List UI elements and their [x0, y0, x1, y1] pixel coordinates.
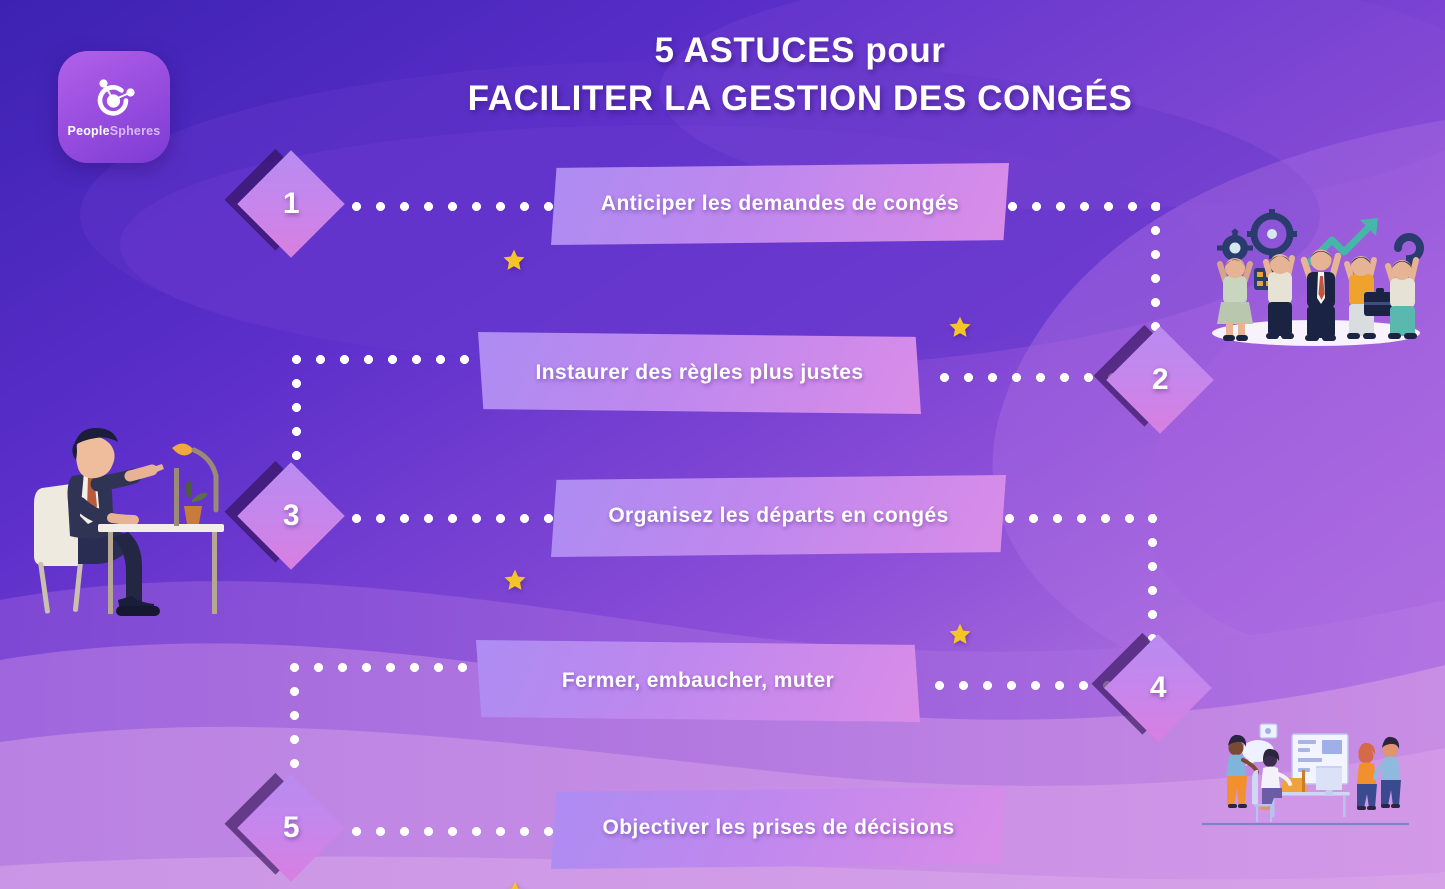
step-row-2: Instaurer des règles plus justes 2: [0, 316, 1445, 452]
step-diamond-4[interactable]: 4: [1104, 634, 1212, 742]
logo-wordmark: PeopleSpheres: [68, 124, 161, 138]
step-row-5: 5 Objectiver les prises de décisions: [0, 774, 1445, 889]
step-number-5: 5: [282, 811, 300, 844]
step-label-4: Fermer, embaucher, muter: [561, 668, 835, 692]
step-banner-3[interactable]: Organisez les départs en congés: [551, 475, 1006, 557]
logo-wordmark-part2: Spheres: [109, 124, 161, 138]
step-label-1: Anticiper les demandes de congés: [600, 191, 960, 215]
star-icon-2: [949, 316, 971, 337]
star-icon-3: [504, 569, 526, 590]
step-row-1: 1 Anticiper les demandes de congés: [0, 150, 1445, 283]
step-number-1: 1: [282, 187, 300, 220]
star-icon-1: [503, 249, 525, 270]
step-diamond-3[interactable]: 3: [237, 462, 345, 570]
page-title: 5 ASTUCES pour FACILITER LA GESTION DES …: [330, 30, 1270, 120]
title-strong: 5 ASTUCES: [654, 31, 856, 70]
logo-wordmark-part1: People: [67, 124, 110, 138]
step-number-2: 2: [1151, 363, 1169, 396]
star-icon-5: [507, 881, 523, 889]
step-diamond-5[interactable]: 5: [237, 774, 345, 882]
businessman-at-desk-illustration: [34, 428, 224, 616]
step-label-2: Instaurer des règles plus justes: [535, 360, 864, 384]
step-banner-2[interactable]: Instaurer des règles plus justes: [478, 332, 921, 414]
step-label-5: Objectiver les prises de décisions: [602, 815, 955, 839]
peoplespheres-logo[interactable]: PeopleSpheres: [58, 51, 170, 163]
step-banner-1[interactable]: Anticiper les demandes de congés: [551, 163, 1009, 245]
step-banner-5[interactable]: Objectiver les prises de décisions: [551, 787, 1006, 869]
step-diamond-1[interactable]: 1: [237, 150, 345, 258]
office-meeting-illustration: [1202, 723, 1409, 826]
title-light: pour: [855, 31, 946, 70]
star-icon-4: [949, 623, 971, 644]
step-number-4: 4: [1149, 671, 1167, 704]
step-banner-4[interactable]: Fermer, embaucher, muter: [476, 640, 920, 722]
step-row-4: Fermer, embaucher, muter 4: [0, 623, 1445, 760]
step-label-3: Organisez les départs en congés: [608, 503, 949, 527]
title-line-2: FACILITER LA GESTION DES CONGÉS: [467, 78, 1133, 118]
title-line-1: 5 ASTUCES pour: [330, 30, 1270, 73]
step-number-3: 3: [282, 499, 300, 532]
step-row-3: 3 Organisez les départs en congés: [0, 462, 1445, 595]
orbit-sphere-icon: [97, 79, 135, 116]
team-celebrating-illustration: [1212, 209, 1424, 346]
